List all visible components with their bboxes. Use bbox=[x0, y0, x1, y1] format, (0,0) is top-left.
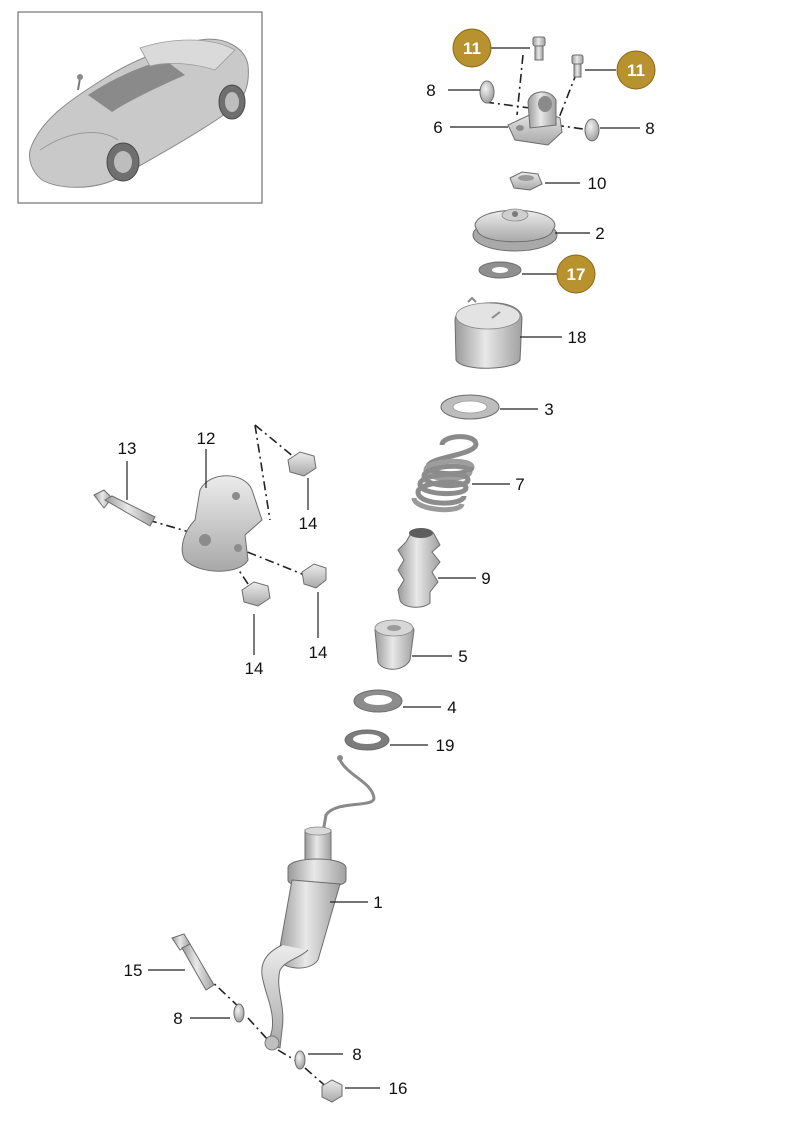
part-16-nut bbox=[321, 1079, 343, 1103]
callout-8-bottom-right: 8 bbox=[352, 1045, 361, 1064]
part-6-mount-bracket bbox=[507, 91, 563, 146]
callout-10: 10 bbox=[588, 174, 607, 193]
callout-15: 15 bbox=[124, 961, 143, 980]
callout-16: 16 bbox=[389, 1079, 408, 1098]
callout-17-badge: 17 bbox=[556, 254, 596, 294]
callout-6: 6 bbox=[433, 118, 442, 137]
part-3-spring-seat bbox=[440, 394, 500, 420]
callout-9: 9 bbox=[481, 569, 490, 588]
callout-8-bottom-left: 8 bbox=[173, 1009, 182, 1028]
part-7-coil-spring bbox=[411, 434, 479, 513]
part-13-bolt bbox=[93, 489, 156, 527]
callout-18: 18 bbox=[568, 328, 587, 347]
part-14-nuts bbox=[241, 451, 327, 607]
callout-7: 7 bbox=[515, 475, 524, 494]
callout-12: 12 bbox=[197, 429, 216, 448]
callout-14-top: 14 bbox=[299, 514, 318, 533]
part-1-shock-absorber bbox=[261, 755, 376, 1051]
part-15-bolt bbox=[171, 933, 215, 991]
callout-11-right: 11 bbox=[627, 61, 645, 80]
part-10-nut bbox=[509, 171, 543, 191]
callout-13: 13 bbox=[118, 439, 137, 458]
part-12-bracket bbox=[181, 475, 263, 572]
callout-5: 5 bbox=[458, 647, 467, 666]
part-8-washers-bottom bbox=[233, 1003, 306, 1070]
part-19-ring bbox=[344, 729, 390, 751]
part-4-ring bbox=[353, 689, 403, 713]
part-11-bolts bbox=[532, 36, 584, 78]
callout-8-top-left: 8 bbox=[426, 81, 435, 100]
callout-2: 2 bbox=[595, 224, 604, 243]
part-17-washer bbox=[478, 261, 522, 279]
part-9-dust-boot bbox=[397, 528, 441, 608]
porsche-918-car-icon bbox=[29, 38, 249, 188]
callout-14-right: 14 bbox=[309, 643, 328, 662]
callout-4: 4 bbox=[447, 698, 456, 717]
callout-11-left-badge: 11 bbox=[452, 28, 492, 68]
part-8-washers-top bbox=[479, 80, 600, 142]
callout-8-top-right: 8 bbox=[645, 119, 654, 138]
part-2-strut-mount bbox=[472, 208, 558, 252]
callout-19: 19 bbox=[436, 736, 455, 755]
callout-labels: 1 2 3 4 5 6 7 8 8 8 8 9 10 11 11 12 13 1… bbox=[118, 28, 656, 1098]
callout-14-left: 14 bbox=[245, 659, 264, 678]
callout-1: 1 bbox=[373, 893, 382, 912]
part-18-bump-cup bbox=[454, 296, 523, 369]
part-5-bump-stop bbox=[374, 619, 415, 670]
callout-11-left: 11 bbox=[463, 39, 481, 58]
callout-11-right-badge: 11 bbox=[616, 50, 656, 90]
leader-lines bbox=[126, 47, 640, 1089]
callout-17: 17 bbox=[567, 265, 586, 284]
vehicle-thumbnail bbox=[17, 11, 263, 204]
callout-3: 3 bbox=[544, 400, 553, 419]
